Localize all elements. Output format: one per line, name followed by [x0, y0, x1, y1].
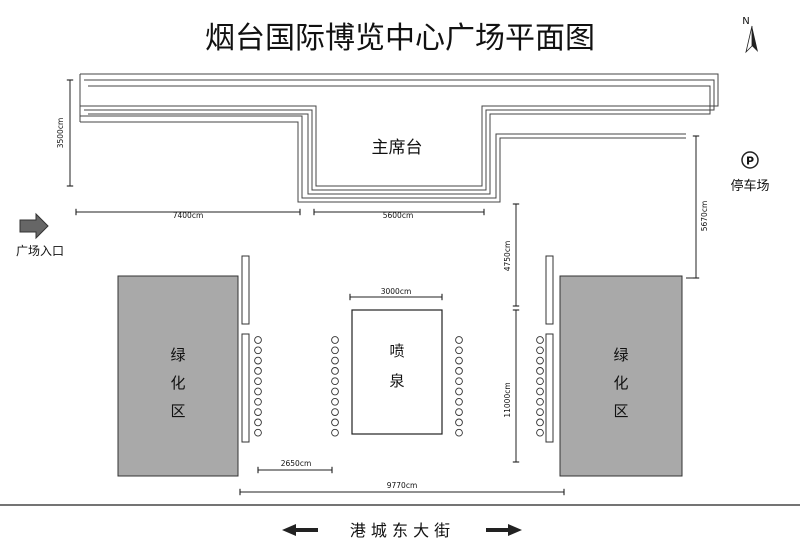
tree-circle [536, 418, 544, 427]
street-arrow-right-icon [486, 524, 522, 536]
green-left-char-3: 区 [170, 402, 185, 420]
tree-circle [254, 387, 262, 396]
flower-bed [545, 255, 554, 325]
parking-symbol: P [746, 155, 754, 168]
main-stage-label: 主席台 [372, 138, 423, 158]
flower-beds [241, 255, 554, 443]
tree-circle [254, 408, 262, 416]
green-area-left [117, 275, 239, 477]
tree-circle [536, 377, 544, 386]
tree-circle [455, 397, 463, 406]
dim-11000: 11000cm [503, 382, 512, 417]
flower-bed [545, 333, 554, 443]
tree-circle [254, 377, 262, 386]
tree-circle [254, 336, 262, 344]
tree-circle [536, 356, 544, 365]
dim-3000: 3000cm [381, 287, 412, 296]
flower-bed [241, 333, 250, 443]
tree-circle [536, 346, 544, 355]
tree-circle [254, 418, 262, 427]
dim-3500: 3500cm [56, 118, 65, 149]
tree-circle [455, 387, 463, 396]
tree-circle [331, 346, 339, 355]
green-left-char-1: 绿 [170, 346, 185, 364]
tree-circle [455, 418, 463, 427]
green-left-char-2: 化 [170, 374, 185, 392]
tree-circle [331, 428, 339, 437]
tree-circle [331, 418, 339, 427]
tree-circle [254, 367, 262, 375]
green-area-right [559, 275, 683, 477]
tree-rows [254, 336, 544, 437]
dim-7400: 7400cm [173, 211, 204, 220]
tree-circle [254, 346, 262, 355]
tree-circle [455, 356, 463, 365]
street-name: 港 城 东 大 街 [350, 521, 450, 540]
green-right-char-2: 化 [613, 374, 628, 392]
parking-label: 停车场 [730, 178, 769, 194]
tree-circle [536, 367, 544, 375]
map-title: 烟台国际博览中心广场平面图 [205, 21, 595, 56]
fountain-char-1: 喷 [389, 342, 404, 360]
tree-circle [536, 428, 544, 437]
tree-circle [331, 408, 339, 416]
tree-circle [536, 397, 544, 406]
tree-circle [536, 408, 544, 416]
tree-circle [254, 428, 262, 437]
flower-bed [241, 255, 250, 325]
tree-circle [254, 356, 262, 365]
street-arrow-left-icon [282, 524, 318, 536]
tree-circle [455, 408, 463, 416]
entrance-label: 广场入口 [16, 244, 64, 258]
tree-circle [331, 397, 339, 406]
parking-icon: P [741, 151, 759, 169]
green-right-char-1: 绿 [613, 346, 628, 364]
fountain-char-2: 泉 [389, 372, 404, 390]
tree-circle [455, 346, 463, 355]
tree-circle [331, 367, 339, 375]
dim-4750: 4750cm [503, 241, 512, 272]
tree-circle [455, 367, 463, 375]
tree-circle [331, 336, 339, 344]
dim-5670: 5670cm [700, 201, 709, 232]
tree-circle [455, 428, 463, 437]
dim-5600: 5600cm [383, 211, 414, 220]
compass-icon: N [742, 16, 758, 54]
dim-2650: 2650cm [281, 459, 312, 468]
tree-circle [254, 397, 262, 406]
dim-9770: 9770cm [387, 481, 418, 490]
tree-circle [331, 377, 339, 386]
fountain [351, 309, 443, 435]
entrance-arrow-icon [19, 212, 49, 240]
tree-circle [536, 387, 544, 396]
dimension-labels: 3500cm 7400cm 5600cm 5670cm 4750cm 3000c… [56, 118, 709, 490]
tree-circle [331, 387, 339, 396]
tree-circle [455, 336, 463, 344]
tree-circle [455, 377, 463, 386]
tree-circle [536, 336, 544, 344]
tree-circle [331, 356, 339, 365]
compass-letter: N [742, 16, 749, 27]
main-stage-structure [79, 73, 719, 203]
dimension-lines [66, 79, 700, 496]
green-right-char-3: 区 [613, 402, 628, 420]
